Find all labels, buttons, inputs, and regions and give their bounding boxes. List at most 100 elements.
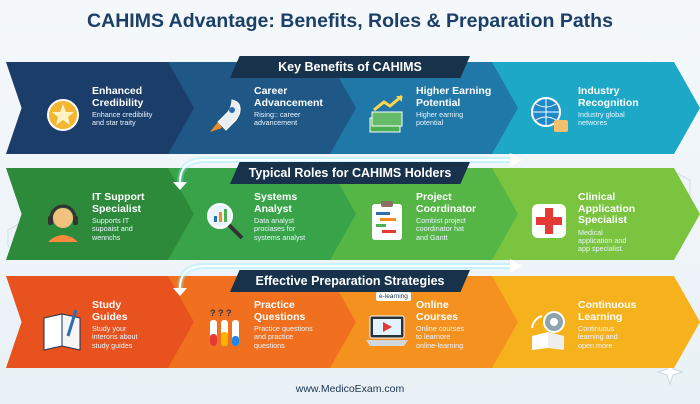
card-description-line: app specialist. <box>578 244 624 254</box>
card-description-line: Enhance credibility <box>92 110 153 119</box>
card-description-line: advancement <box>254 118 298 128</box>
card-name-line: Project <box>416 191 452 203</box>
connector-arrow <box>179 265 510 289</box>
card-name-line: Application <box>578 202 636 215</box>
card-description-line: Continuous <box>578 324 615 333</box>
card-description-line: networes <box>578 118 608 128</box>
card-name-line: Practice <box>254 299 295 311</box>
card-description-line: and Gantt <box>416 232 448 242</box>
card-description-line: prociases for <box>254 224 296 234</box>
card-description-line: questions <box>254 340 285 350</box>
section-title: Typical Roles for CAHIMS Holders <box>230 162 470 184</box>
card-name-line: Career <box>254 85 288 97</box>
card-description-line: study guides <box>92 340 133 350</box>
card-name-line: Industry <box>578 85 620 97</box>
card-description-line: interons about <box>92 332 138 342</box>
connector-arrow <box>179 159 510 183</box>
card-description-line: Supports IT <box>92 216 130 225</box>
card-description-line: Online courses <box>416 324 464 333</box>
card-description-line: and practice <box>254 332 294 342</box>
card-name-line: Recognition <box>578 96 639 109</box>
test-tubes-icon: ? ? ? <box>202 306 248 352</box>
card-description-line: supoaist and <box>92 224 133 234</box>
card-description-line: wennchs <box>92 232 121 242</box>
page-title: CAHIMS Advantage: Benefits, Roles & Prep… <box>87 10 613 32</box>
card-name-line: Credibility <box>92 96 144 109</box>
card-name-line: Continuous <box>578 299 637 311</box>
chevron-segment <box>168 62 376 154</box>
card-description-line: Higher earning <box>416 110 464 119</box>
book-pen-icon <box>40 306 86 352</box>
card-name-line: Advancement <box>254 96 323 109</box>
chevron-segment <box>6 62 214 154</box>
card-name-line: Study <box>92 299 122 311</box>
card-name-line: Coordinator <box>416 202 477 215</box>
chevron-segment <box>492 62 700 154</box>
card-name-line: Systems <box>254 191 298 203</box>
card-description-line: potential <box>416 118 444 128</box>
card-name-line: Specialist <box>578 214 628 226</box>
medal-icon <box>40 92 86 138</box>
card-name-line: Specialist <box>92 202 142 215</box>
card-name-line: Potential <box>416 96 461 109</box>
card-description-line: Medical <box>578 227 603 237</box>
card-description-line: Data analyst <box>254 216 294 225</box>
card-description-line: learning and <box>578 332 618 342</box>
svg-text:? ? ?: ? ? ? <box>210 308 232 318</box>
headset-agent-icon <box>40 198 86 244</box>
card-description-line: systems analyst <box>254 232 306 242</box>
e-learning-badge: e-learning <box>376 292 411 301</box>
card-description-line: online-learning <box>416 340 464 350</box>
arrow-head <box>510 259 522 273</box>
laptop-video-icon <box>364 306 410 352</box>
section-title: Effective Preparation Strategies <box>230 270 470 292</box>
globe-thumbs-up-icon <box>526 92 572 138</box>
card-description-line: coordinator hat <box>416 224 464 234</box>
card-name-line: Enhanced <box>92 85 143 97</box>
section-title: Key Benefits of CAHIMS <box>230 56 470 78</box>
medical-app-icon <box>526 198 572 244</box>
card-description-line: Practice questions <box>254 324 313 333</box>
gears-book-icon <box>526 306 572 352</box>
card-name-line: Questions <box>254 310 306 323</box>
chevron-segment <box>168 276 376 368</box>
card-description-line: open more <box>578 340 613 350</box>
footer-url[interactable]: www.MedicoExam.com <box>295 383 405 395</box>
card-description-line: application and <box>578 235 627 245</box>
card-description-line: and star traity <box>92 118 136 128</box>
card-description-line: to learnore <box>416 332 451 342</box>
arrow-head <box>510 153 522 167</box>
card-name-line: Analyst <box>254 202 292 215</box>
card-description-line: Combist project <box>416 216 466 225</box>
rocket-icon <box>202 92 248 138</box>
card-description-line: Study your <box>92 324 127 333</box>
